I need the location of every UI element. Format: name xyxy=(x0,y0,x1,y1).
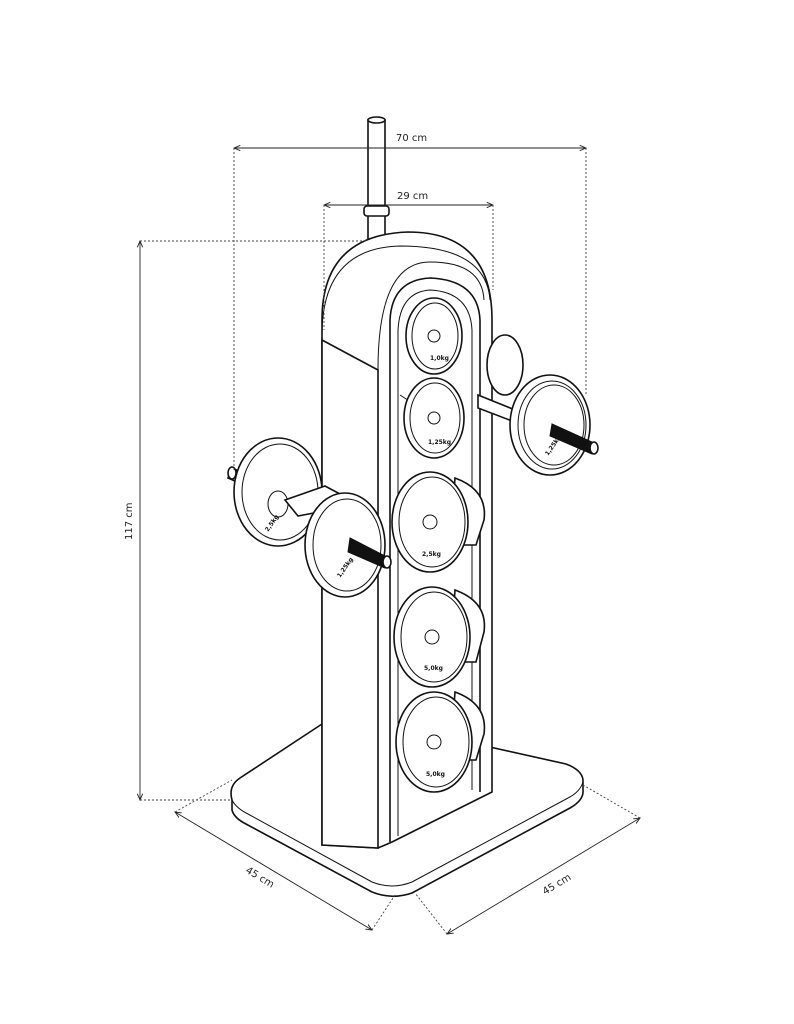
center-pole xyxy=(363,116,390,241)
plate-label: 5,0kg xyxy=(426,771,445,778)
right-barbell: 1,25kg xyxy=(477,334,599,476)
weight-plate-3: 2,5kg xyxy=(391,471,486,573)
plate-label: 5,0kg xyxy=(424,665,443,672)
plate-label: 2,5kg xyxy=(422,551,441,558)
dimension-label: 70 cm xyxy=(396,133,427,144)
plate-label: 1,0kg xyxy=(430,355,449,362)
dimension-label: 29 cm xyxy=(397,191,428,202)
dimension-117cm: 117 cm xyxy=(124,241,368,800)
dimension-label: 45 cm xyxy=(541,872,573,897)
dimension-label: 117 cm xyxy=(124,502,135,540)
weight-plate xyxy=(509,374,591,476)
weight-plate-2: 1,25kg xyxy=(399,377,465,459)
left-barbell: 2,5kg 1,25kg xyxy=(226,437,392,598)
weight-plate xyxy=(304,492,386,598)
weight-plate-4: 5,0kg xyxy=(393,586,486,688)
weight-plate-1: 1,0kg xyxy=(405,297,463,375)
tower-plates: 1,0kg 1,25kg 2,5kg 5,0kg xyxy=(391,297,486,793)
dimension-70cm: 70 cm xyxy=(234,133,586,470)
dimension-29cm: 29 cm xyxy=(324,191,493,330)
plate-label: 1,25kg xyxy=(428,439,451,446)
weight-plate-5: 5,0kg xyxy=(395,690,486,793)
